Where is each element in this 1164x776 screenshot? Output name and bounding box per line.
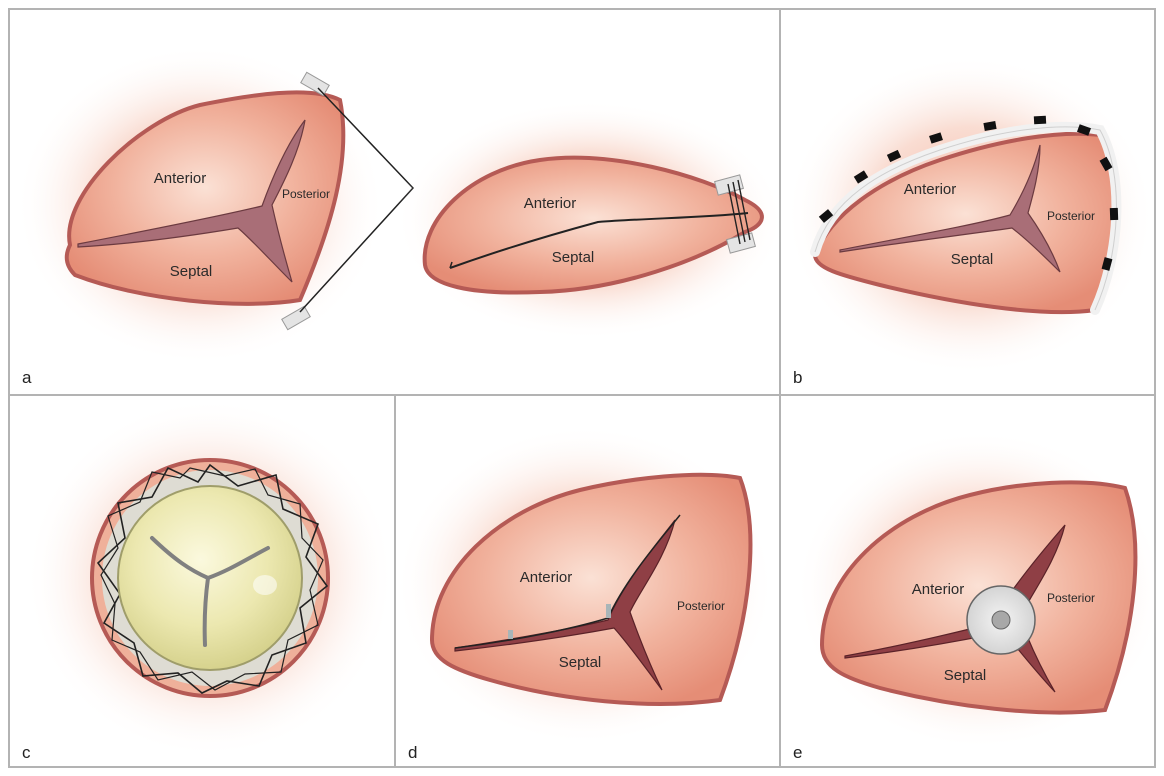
panel-d: Anterior Posterior Septal d bbox=[395, 425, 775, 762]
panel-letter-a: a bbox=[22, 368, 32, 387]
label-anterior-b: Anterior bbox=[904, 181, 957, 198]
valve-a-dilated bbox=[15, 45, 385, 365]
panel-b: Anterior Posterior Septal b bbox=[785, 55, 1155, 387]
label-septal-b: Septal bbox=[951, 251, 994, 268]
panel-a: Anterior Posterior Septal Anterior Septa… bbox=[15, 45, 785, 387]
label-septal-d: Septal bbox=[559, 654, 602, 671]
label-anterior-a1: Anterior bbox=[154, 170, 207, 187]
label-posterior-a1: Posterior bbox=[282, 187, 330, 201]
label-anterior-a2: Anterior bbox=[524, 195, 577, 212]
label-septal-a2: Septal bbox=[552, 249, 595, 266]
label-posterior-b: Posterior bbox=[1047, 209, 1095, 223]
label-posterior-d: Posterior bbox=[677, 599, 725, 613]
panel-e: Anterior Posterior Septal e bbox=[793, 430, 1164, 762]
clip-d2 bbox=[606, 604, 611, 618]
label-septal-e: Septal bbox=[944, 667, 987, 684]
panel-letter-b: b bbox=[793, 368, 802, 387]
occluder-device bbox=[967, 586, 1035, 654]
clip-d1 bbox=[508, 630, 513, 639]
label-septal-a1: Septal bbox=[170, 263, 213, 280]
panel-c: c bbox=[22, 398, 395, 762]
label-anterior-d: Anterior bbox=[520, 569, 573, 586]
panel-letter-e: e bbox=[793, 743, 802, 762]
panel-letter-c: c bbox=[22, 743, 31, 762]
valve-a-bicuspid bbox=[395, 100, 785, 340]
label-posterior-e: Posterior bbox=[1047, 591, 1095, 605]
panel-letter-d: d bbox=[408, 743, 417, 762]
label-anterior-e: Anterior bbox=[912, 581, 965, 598]
